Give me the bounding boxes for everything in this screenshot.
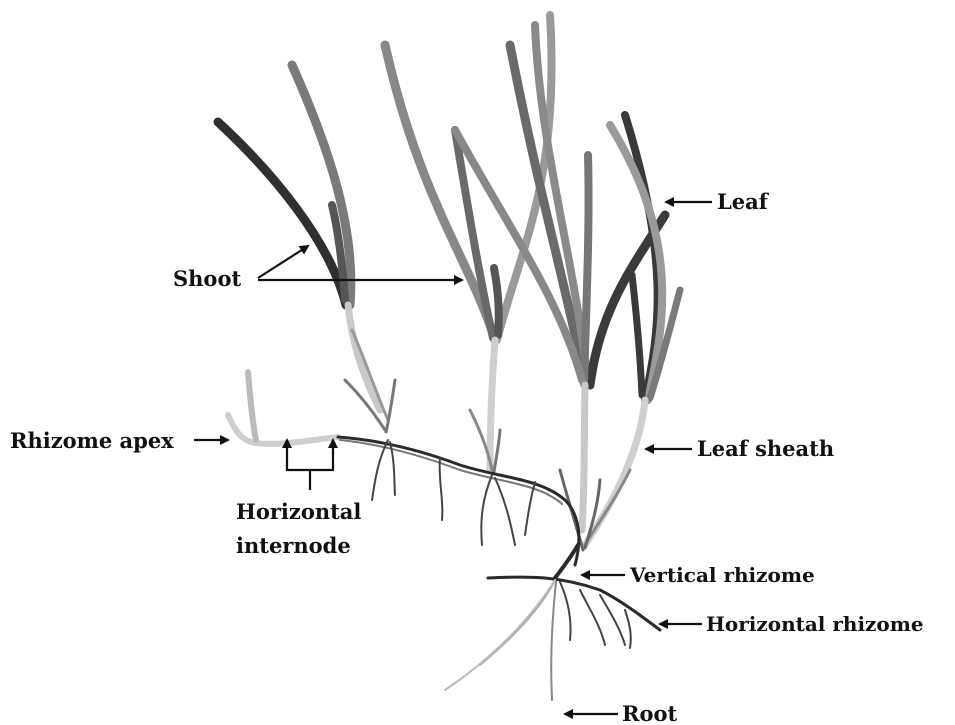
root — [495, 478, 515, 545]
sheath-line — [582, 385, 585, 530]
label-rhizome-apex: Rhizome apex — [10, 428, 174, 453]
root — [480, 580, 555, 665]
sheath-line — [585, 470, 630, 545]
label-leaf: Leaf — [717, 189, 770, 214]
root — [525, 482, 535, 535]
root — [481, 475, 492, 545]
shoot-3-sheath — [582, 385, 585, 530]
sheath-line — [494, 430, 500, 472]
leaf-blade — [494, 268, 499, 335]
shoot-4-leaves — [610, 115, 680, 400]
leaf-blade — [584, 155, 589, 383]
leaf-blade — [632, 275, 642, 395]
label-shoot: Shoot — [173, 266, 241, 291]
leaf-blade — [385, 45, 495, 340]
label-vertical-rhizome: Vertical rhizome — [629, 563, 815, 587]
root — [625, 610, 631, 648]
label-horizontal-rhizome: Horizontal rhizome — [706, 612, 924, 636]
label-root: Root — [622, 701, 677, 725]
root — [440, 458, 443, 520]
sheath-line — [490, 340, 495, 470]
root — [372, 440, 388, 500]
bracket-horizontal-internode — [287, 452, 333, 470]
label-horizontal-internode-1: Horizontal — [236, 499, 361, 524]
label-horizontal-internode-2: internode — [236, 533, 351, 558]
shoot-2-sheath — [470, 340, 500, 472]
shoot-4-sheath — [560, 400, 645, 550]
root — [551, 582, 556, 700]
rhizome-apex-segment — [228, 415, 338, 444]
root — [445, 580, 555, 690]
shoot-1-sheath — [345, 305, 395, 432]
arrow-shoot-left — [258, 246, 308, 278]
roots — [372, 440, 631, 700]
sheath-line — [386, 380, 395, 432]
label-leaf-sheath: Leaf sheath — [697, 436, 834, 461]
shoot-2-leaves — [385, 15, 552, 340]
horizontal-rhizome-main — [338, 437, 579, 565]
shoot-3-leaves — [455, 25, 665, 385]
sheath-line — [585, 400, 645, 545]
root — [560, 582, 571, 640]
rhizome-apex-tip — [248, 372, 256, 440]
